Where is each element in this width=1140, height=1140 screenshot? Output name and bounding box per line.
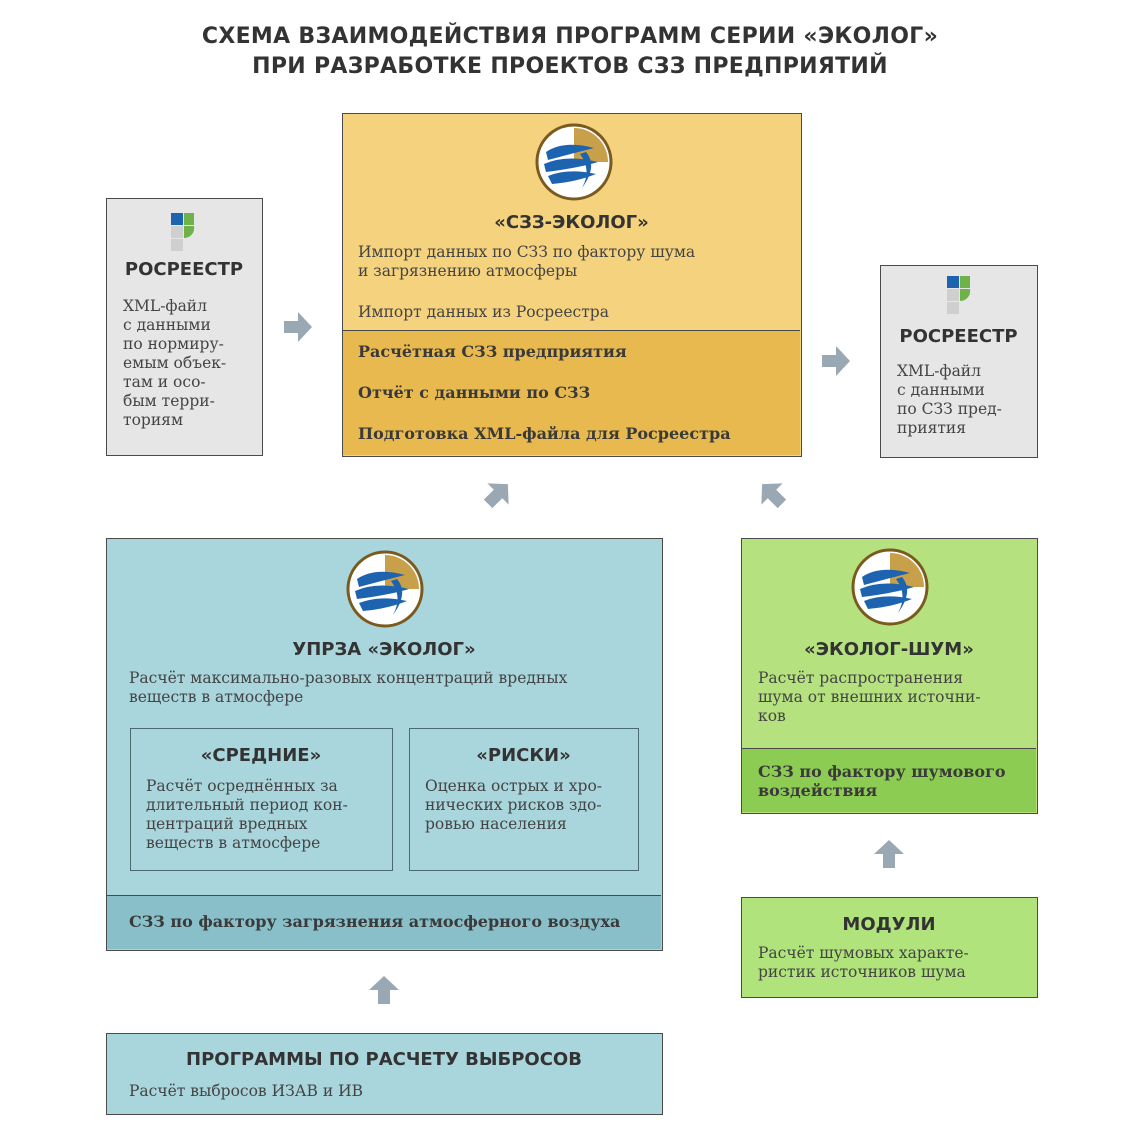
- ecolog-shum-box: «ЭКОЛОГ-ШУМ» Расчёт распространения шума…: [741, 538, 1038, 814]
- ecolog-shum-text: Расчёт распространения шума от внешних и…: [758, 669, 981, 725]
- arrow-up-right-icon: [478, 474, 518, 514]
- szz-result-row: Расчётная СЗЗ предприятия: [358, 342, 627, 361]
- szz-ecolog-text-2: Импорт данных из Росреестра: [358, 303, 609, 321]
- arrow-up-icon: [874, 840, 904, 868]
- moduli-text: Расчёт шумовых характе- ристик источнико…: [758, 944, 969, 981]
- uprza-ecolog-heading: УПРЗА «ЭКОЛОГ»: [292, 639, 476, 660]
- riski-heading: «РИСКИ»: [476, 745, 571, 766]
- moduli-box: МОДУЛИ Расчёт шумовых характе- ристик ис…: [741, 897, 1038, 998]
- ecolog-shum-heading: «ЭКОЛОГ-ШУМ»: [804, 639, 974, 660]
- rosreestr-logo-icon: [171, 213, 195, 251]
- szz-ecolog-text: Импорт данных по СЗЗ по фактору шума и з…: [358, 243, 696, 280]
- rosreestr-output-heading: РОСРЕЕСТР: [899, 326, 1018, 347]
- szz-result-row: Отчёт с данными по СЗЗ: [358, 383, 591, 402]
- srednie-heading: «СРЕДНИЕ»: [200, 745, 322, 766]
- szz-ecolog-heading: «СЗЗ-ЭКОЛОГ»: [494, 212, 649, 233]
- riski-text: Оценка острых и хро- нических рисков здо…: [425, 777, 603, 833]
- emission-programs-box: ПРОГРАММЫ ПО РАСЧЕТУ ВЫБРОСОВ Расчёт выб…: [106, 1033, 663, 1115]
- arrow-up-left-icon: [752, 474, 792, 514]
- szz-result-row: Подготовка XML-файла для Росреестра: [358, 424, 731, 443]
- rosreestr-logo-icon: [947, 276, 971, 314]
- emission-programs-heading: ПРОГРАММЫ ПО РАСЧЕТУ ВЫБРОСОВ: [186, 1049, 582, 1070]
- arrow-right-icon: [822, 346, 850, 376]
- shum-result-panel: СЗЗ по фактору шумового воздействия: [742, 748, 1036, 812]
- ecolog-logo-icon: [346, 550, 424, 628]
- riski-box: «РИСКИ» Оценка острых и хро- нических ри…: [409, 728, 639, 871]
- emission-programs-text: Расчёт выбросов ИЗАВ и ИВ: [129, 1082, 363, 1100]
- srednie-box: «СРЕДНИЕ» Расчёт осреднённых за длительн…: [130, 728, 393, 871]
- uprza-result-panel: СЗЗ по фактору загрязнения атмосферного …: [107, 895, 661, 949]
- szz-ecolog-box: «СЗЗ-ЭКОЛОГ» Импорт данных по СЗЗ по фак…: [342, 113, 802, 457]
- rosreestr-input-text: XML-файл с данными по нормиру- емым объе…: [123, 297, 227, 429]
- rosreestr-input-box: РОСРЕЕСТР XML-файл с данными по нормиру-…: [106, 198, 263, 456]
- uprza-ecolog-text: Расчёт максимально-разовых концентраций …: [129, 669, 568, 706]
- ecolog-logo-icon: [535, 123, 613, 201]
- rosreestr-input-heading: РОСРЕЕСТР: [124, 259, 244, 280]
- uprza-result-text: СЗЗ по фактору загрязнения атмосферного …: [129, 912, 621, 931]
- srednie-text: Расчёт осреднённых за длительный период …: [146, 777, 348, 852]
- moduli-heading: МОДУЛИ: [842, 914, 936, 935]
- rosreestr-output-box: РОСРЕЕСТР XML-файл с данными по СЗЗ пред…: [880, 265, 1038, 458]
- diagram-title-line-2: ПРИ РАЗРАБОТКЕ ПРОЕКТОВ СЗЗ ПРЕДПРИЯТИЙ: [252, 54, 888, 79]
- rosreestr-output-text: XML-файл с данными по СЗЗ пред- приятия: [897, 362, 1002, 437]
- szz-results-panel: Расчётная СЗЗ предприятия Отчёт с данным…: [343, 330, 800, 455]
- ecolog-logo-icon: [851, 548, 929, 626]
- shum-result-text: СЗЗ по фактору шумового воздействия: [758, 762, 1006, 800]
- diagram-title-line-1: СХЕМА ВЗАИМОДЕЙСТВИЯ ПРОГРАММ СЕРИИ «ЭКО…: [201, 24, 939, 49]
- arrow-up-icon: [369, 976, 399, 1004]
- uprza-ecolog-box: УПРЗА «ЭКОЛОГ» Расчёт максимально-разовы…: [106, 538, 663, 951]
- arrow-right-icon: [284, 312, 312, 342]
